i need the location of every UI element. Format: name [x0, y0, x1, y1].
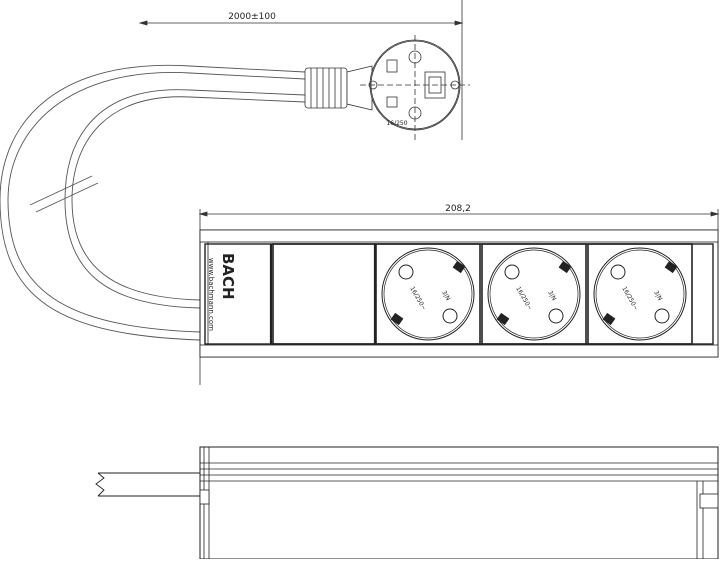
- pin-hole: [610, 264, 626, 280]
- socket-outer-ring: [487, 247, 581, 341]
- brand-logo: BACH: [219, 253, 237, 300]
- plug-rating: 16/250: [386, 120, 407, 127]
- socket-outer-ring: [593, 247, 687, 341]
- earth-clip-top: [452, 260, 466, 274]
- socket-inner-ring: [489, 249, 579, 339]
- cable: [0, 64, 306, 341]
- socket-module: 16/250~3|N: [481, 243, 587, 345]
- plug-face: [360, 35, 470, 140]
- brand-website: www.bachmann.com: [207, 258, 215, 331]
- socket-frame: [375, 243, 481, 345]
- socket-frame: [481, 243, 587, 345]
- earth-clip-bottom: [390, 312, 404, 326]
- power-strip-side-view: [95, 446, 719, 560]
- socket-mark: 3|N: [546, 290, 557, 302]
- pin-hole: [654, 308, 670, 324]
- pin-hole: [442, 308, 458, 324]
- earth-clip-bottom: [496, 312, 510, 326]
- socket-outer-ring: [381, 247, 475, 341]
- socket-inner-ring: [595, 249, 685, 339]
- socket-mark: 3|N: [440, 290, 451, 302]
- strip-length-label: 208,2: [445, 204, 471, 214]
- socket-mark: 3|N: [652, 290, 663, 302]
- cable-length-label: 2000±100: [228, 12, 276, 22]
- socket-inner-ring: [383, 249, 473, 339]
- plug-strain-relief: [304, 65, 373, 111]
- earth-clip-bottom: [602, 312, 616, 326]
- pin-hole: [398, 264, 414, 280]
- pin-hole: [504, 264, 520, 280]
- earth-clip-top: [558, 260, 572, 274]
- earth-clip-top: [664, 260, 678, 274]
- socket-frame: [587, 243, 693, 345]
- pin-hole: [548, 308, 564, 324]
- brand-module: BACH www.bachmann.com: [207, 244, 273, 344]
- cable-dimension: [138, 0, 464, 140]
